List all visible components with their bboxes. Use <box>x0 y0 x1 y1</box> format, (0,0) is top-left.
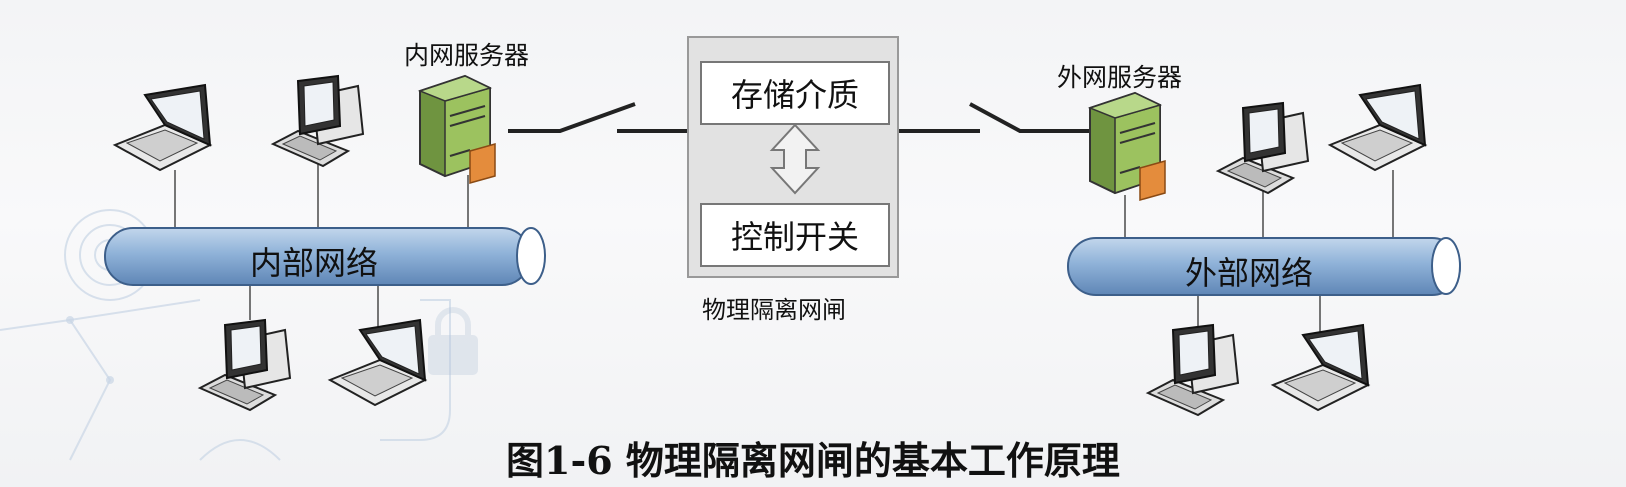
network-line-2 <box>69 299 201 321</box>
network-node-1 <box>66 316 74 324</box>
storage-medium-label: 存储介质 <box>730 76 859 114</box>
desktop-icon <box>272 75 364 167</box>
inner-network-pipe <box>104 227 546 286</box>
desktop-icon <box>1217 102 1309 194</box>
gateway-name: 物理隔离网闸 <box>702 296 846 324</box>
double-arrow-icon <box>769 123 821 195</box>
server-icon <box>1089 92 1166 201</box>
shield-outline <box>380 299 451 441</box>
laptop-icon <box>114 84 211 171</box>
laptop-icon <box>329 319 426 406</box>
inner-pipe-end <box>516 227 546 285</box>
outer-switch-line <box>969 102 1090 133</box>
fingerprint-arc <box>199 439 281 461</box>
desktop-icon <box>1147 324 1239 416</box>
desktop-icon <box>199 319 291 411</box>
control-switch-label: 控制开关 <box>730 218 859 256</box>
laptop-icon <box>1329 84 1426 171</box>
inner-server-label: 内网服务器 <box>404 41 530 70</box>
control-switch-box: 控制开关 <box>700 203 890 267</box>
laptop-icon <box>1272 324 1369 411</box>
network-node-2 <box>106 376 114 384</box>
outer-network-label: 外部网络 <box>1185 254 1314 292</box>
outer-pipe-end <box>1431 237 1461 295</box>
inner-switch-line <box>508 102 636 133</box>
network-line-1 <box>0 318 112 461</box>
outer-network-pipe <box>1067 237 1461 296</box>
inner-network-label: 内部网络 <box>250 244 379 282</box>
figure-caption: 图1-6 物理隔离网闸的基本工作原理 <box>506 438 1120 483</box>
storage-medium-box: 存储介质 <box>700 61 890 125</box>
outer-server-label: 外网服务器 <box>1057 63 1183 92</box>
lock-icon <box>428 307 478 375</box>
server-icon <box>419 75 496 184</box>
